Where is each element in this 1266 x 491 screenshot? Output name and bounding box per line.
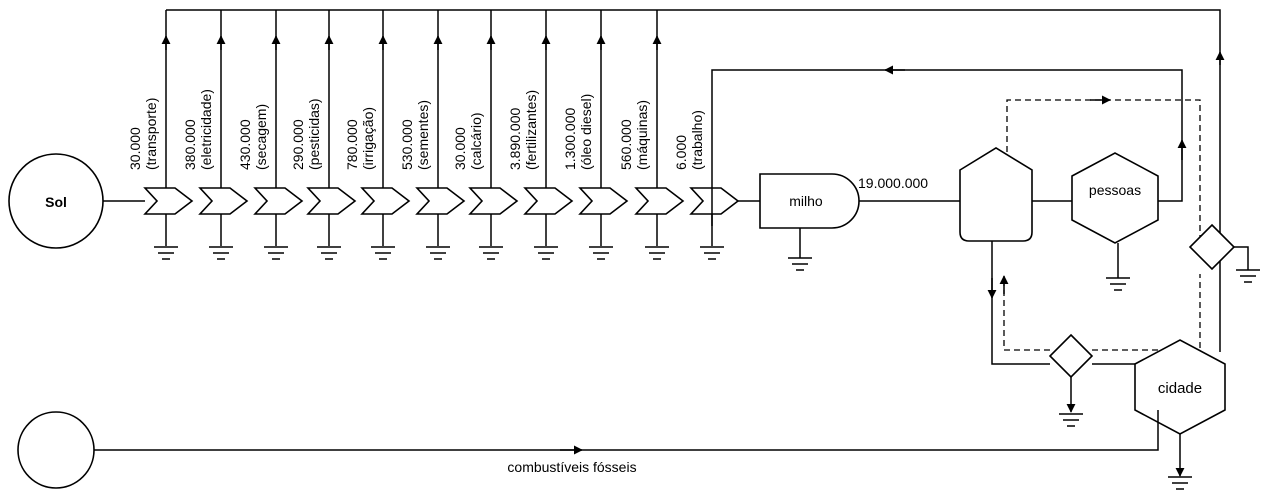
input-value-label: 380.000(eletricidade) bbox=[182, 89, 214, 170]
heat-sink-icon bbox=[209, 246, 233, 260]
people-consumer: pessoas bbox=[1071, 152, 1159, 291]
input-value-label: 30.000(transporte) bbox=[127, 98, 159, 170]
interaction-chevron bbox=[415, 187, 466, 215]
input-flow-3: 430.000(secagem) bbox=[237, 10, 304, 260]
interaction-chevron bbox=[198, 187, 249, 215]
input-flow-11: 6.000(trabalho) bbox=[673, 110, 740, 260]
fossil-fuel-label: combustíveis fósseis bbox=[507, 459, 636, 475]
heat-sink-icon bbox=[645, 246, 669, 260]
heat-sink-icon bbox=[534, 246, 558, 260]
interaction-chevron bbox=[523, 187, 574, 215]
sun-label: Sol bbox=[45, 194, 67, 210]
input-value-label: 780.000(irrigação) bbox=[344, 107, 376, 170]
input-flow-8: 3.890.000(fertilizantes) bbox=[507, 10, 574, 260]
fossil-fuel-source: combustíveis fósseis bbox=[17, 410, 1159, 489]
interaction-chevron bbox=[468, 187, 519, 215]
interaction-chevron bbox=[689, 187, 740, 215]
input-value-label: 6.000(trabalho) bbox=[673, 110, 705, 170]
input-flow-5: 780.000(irrigação) bbox=[344, 10, 411, 260]
feedback-bus bbox=[166, 9, 1225, 352]
people-label: pessoas bbox=[1089, 182, 1141, 198]
input-flow-1: 30.000(transporte) bbox=[127, 10, 194, 260]
input-flows: 30.000(transporte) 380.000(eletricidade) 4… bbox=[127, 10, 740, 260]
input-value-label: 290.000(pesticidas) bbox=[290, 98, 322, 170]
input-flow-2: 380.000(eletricidade) bbox=[182, 10, 249, 260]
heat-sink-icon bbox=[264, 246, 288, 260]
heat-sink-icon bbox=[700, 246, 724, 260]
storage-city-loop bbox=[987, 241, 1135, 365]
input-value-label: 3.890.000(fertilizantes) bbox=[507, 90, 539, 170]
input-value-label: 560.000(máquinas) bbox=[618, 100, 650, 170]
interaction-chevron bbox=[253, 187, 304, 215]
input-value-label: 1.300.000(óleo diesel) bbox=[562, 94, 594, 170]
input-value-label: 530.000(sementes) bbox=[399, 100, 431, 170]
input-value-label: 430.000(secagem) bbox=[237, 104, 269, 170]
corn-producer: milho bbox=[759, 173, 860, 271]
input-flow-4: 290.000(pesticidas) bbox=[290, 10, 357, 260]
heat-sink-icon bbox=[589, 246, 613, 260]
city-label: cidade bbox=[1158, 380, 1202, 397]
input-flow-7: 30.000(calcário) bbox=[452, 10, 519, 260]
dashed-information-loop bbox=[999, 95, 1201, 351]
input-flow-9: 1.300.000(óleo diesel) bbox=[562, 10, 629, 260]
corn-output-value: 19.000.000 bbox=[858, 175, 928, 191]
heat-sink-icon bbox=[371, 246, 395, 260]
right-exchange-diamond bbox=[1188, 223, 1260, 283]
corn-label: milho bbox=[789, 193, 823, 209]
interaction-chevron bbox=[360, 187, 411, 215]
heat-sink-icon bbox=[426, 246, 450, 260]
storage-tank bbox=[959, 147, 1033, 242]
heat-sink-icon bbox=[479, 246, 503, 260]
lower-exchange-diamond bbox=[1048, 333, 1094, 427]
interaction-chevron bbox=[634, 187, 685, 215]
input-flow-10: 560.000(máquinas) bbox=[618, 10, 685, 260]
heat-sink-icon bbox=[317, 246, 341, 260]
city-consumer: cidade bbox=[1134, 339, 1226, 490]
sun-source: Sol bbox=[8, 153, 104, 249]
people-feedback-loop bbox=[711, 65, 1187, 226]
interaction-chevron bbox=[143, 187, 194, 215]
input-value-label: 30.000(calcário) bbox=[452, 112, 484, 170]
input-flow-6: 530.000(sementes) bbox=[399, 10, 466, 260]
interaction-chevron bbox=[306, 187, 357, 215]
interaction-chevron bbox=[578, 187, 629, 215]
heat-sink-icon bbox=[154, 246, 178, 260]
